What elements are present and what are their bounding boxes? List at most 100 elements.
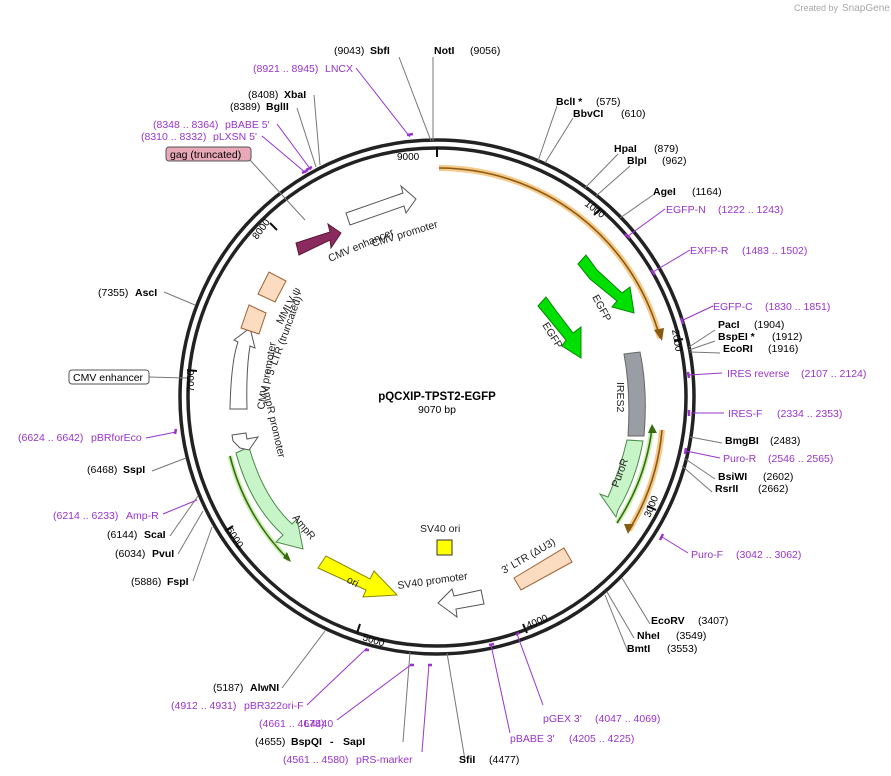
tick-label-7000: 7000: [186, 369, 197, 392]
feature-egfp-outer: [577, 254, 635, 314]
enzyme-pos-bglii: (8389): [230, 101, 260, 113]
primer-name-pbabe5: pBABE 5': [225, 119, 270, 131]
enzyme-pos-asci: (7355): [98, 287, 128, 299]
backbone-outer-ring: [178, 138, 696, 656]
primer-marker: [515, 631, 520, 637]
connector-pbabe3: [490, 644, 511, 734]
tick-mark: [356, 623, 361, 634]
plasmid-length: 9070 bp: [418, 404, 456, 416]
feature-5-ltr: [240, 304, 267, 335]
connector-puro-f: [661, 536, 689, 554]
connector-pbrforeco: [145, 431, 177, 439]
connector-gag: [249, 159, 306, 221]
connector-ecorv: [621, 577, 651, 625]
connector-bsiwi: [683, 457, 716, 480]
connector-paci: [688, 329, 716, 348]
tick-label-8000: 8000: [251, 217, 273, 242]
enzyme-name-bglii: BglII: [266, 101, 289, 113]
connector-bcli: [537, 105, 558, 162]
label-egfp-outer: EGFP: [589, 293, 613, 324]
connector-scai: [169, 495, 199, 537]
enzyme-pos-agei: (1164): [692, 186, 722, 198]
primer-marker: [679, 317, 685, 325]
connector-rsrii: [681, 465, 713, 493]
primer-name-egfp-c: EGFP-C: [713, 301, 753, 313]
gag-label-box: [165, 146, 252, 162]
connector-egfp-n: [627, 208, 666, 237]
orf-arrowhead: [654, 328, 664, 341]
primer-range-pbr322ori-f: (4912 .. 4931): [171, 700, 236, 712]
credit-brand: SnapGene: [842, 3, 890, 14]
connector-puro-r: [685, 450, 721, 459]
primer-range-pbrforeco: (6624 .. 6642): [18, 432, 83, 444]
feature-egfp-inner: [537, 296, 582, 359]
label-ires2: IRES2: [614, 382, 626, 413]
enzyme-name-sspi: SspI: [123, 464, 145, 476]
enzyme-pos-bbvci: (610): [621, 108, 646, 120]
enzyme-name-hpai: HpaI: [614, 143, 637, 155]
primer-marker: [624, 233, 631, 239]
primer-name-puro-r: Puro-R: [723, 453, 757, 465]
tick-marks: [186, 147, 684, 634]
connector-ires-reverse: [688, 372, 723, 376]
primer-marker: [658, 533, 665, 541]
enzyme-pos-bspqi: (4655): [255, 736, 285, 748]
connector-lncx: [355, 67, 411, 138]
feature-ires2: [623, 351, 646, 437]
primer-range-puro-f: (3042 .. 3062): [736, 549, 801, 561]
primer-marker: [683, 447, 688, 455]
primer-name-egfp-n: EGFP-N: [666, 204, 706, 216]
primer-name-plxsn5: pLXSN 5': [213, 131, 257, 143]
connector-agei: [619, 194, 654, 219]
label-sv40-promoter: SV40 promoter: [397, 570, 469, 592]
primer-name-puro-f: Puro-F: [691, 549, 723, 561]
gag-label-text: gag (truncated): [170, 149, 241, 161]
tick-mark: [269, 222, 278, 231]
connector-bbvci: [544, 117, 574, 164]
enzyme-pos-blpi: (962): [662, 155, 687, 167]
primer-name-pgex3: pGEX 3': [543, 713, 582, 725]
enzyme-pos-noti: (9056): [470, 45, 500, 57]
enzyme-name-scai: ScaI: [144, 529, 166, 541]
orf-arc-puror-inner: [616, 427, 653, 524]
enzyme-name-bsiwi: BsiWI: [718, 471, 747, 483]
enzyme-pos-alwni: (5187): [213, 682, 243, 694]
enzyme-name-nhei: NheI: [637, 630, 660, 642]
connector-pbabe5: [276, 123, 312, 171]
enzyme-name-fspi: FspI: [167, 576, 189, 588]
feature-ampr-promoter: [231, 432, 260, 451]
enzyme-name-xbai: XbaI: [284, 89, 306, 101]
enzyme-name-bbvci: BbvCI: [573, 108, 603, 120]
enzyme-pos-bmti: (3553): [667, 643, 697, 655]
orf-arc-puro: [628, 429, 663, 531]
primer-range-pbabe3: (4205 .. 4225): [569, 733, 634, 745]
enzyme-name-paci: PacI: [718, 319, 740, 331]
enzyme-name-agei: AgeI: [653, 186, 676, 198]
primer-connectors: [145, 67, 724, 753]
connector-sspi: [151, 457, 187, 472]
connector-cmv-enhancer: [147, 376, 188, 379]
connector-sfii: [446, 652, 466, 761]
plasmid-name: pQCXIP-TPST2-EGFP: [378, 391, 496, 403]
enzyme-pos-ecori: (1916): [768, 343, 798, 355]
enzyme-name-bmti: BmtI: [627, 643, 650, 655]
enzyme-name-pvui: PvuI: [152, 548, 174, 560]
tick-label-9000: 9000: [397, 152, 420, 163]
primer-name-exfp-r: EXFP-R: [690, 245, 729, 257]
connector-egfp-c: [680, 305, 714, 322]
connector-bglii: [296, 107, 317, 168]
feature-puror: [598, 439, 644, 519]
credit-prefix: Created by: [794, 3, 839, 13]
tick-mark: [522, 623, 528, 634]
enzyme-name-bcli: BclI *: [556, 96, 583, 108]
enzyme-name-ecorv: EcoRV: [651, 615, 685, 627]
connector-bspei: [688, 340, 716, 351]
orf-arrowhead: [283, 552, 291, 562]
primer-name-prs-marker: pRS-marker: [356, 754, 413, 766]
enzyme-connectors: [147, 56, 723, 761]
enzyme-name-bspqi: BspQI: [291, 736, 322, 748]
connector-pbr322ori-f: [306, 647, 368, 706]
enzyme-pos-pvui: (6034): [115, 548, 145, 560]
enzyme-name-bmgbi: BmgBI: [725, 435, 759, 447]
primer-name-pbrforeco: pBRforEco: [91, 432, 142, 444]
